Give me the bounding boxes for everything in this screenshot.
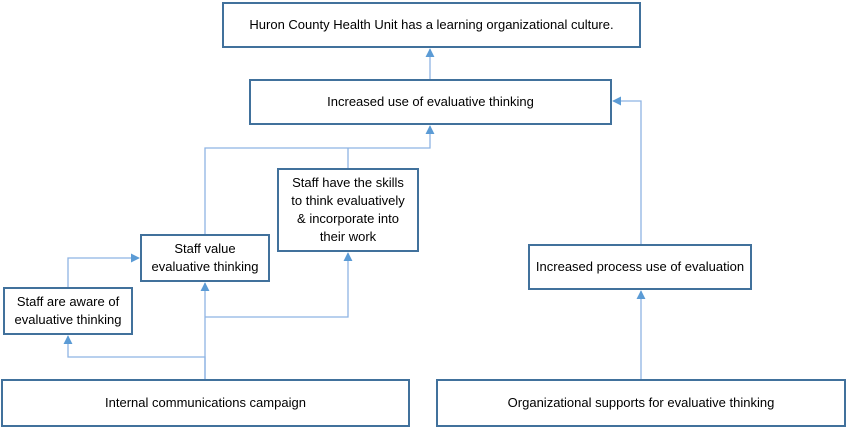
node-organizational-supports: Organizational supports for evaluative t… [436, 379, 846, 427]
node-learning-culture: Huron County Health Unit has a learning … [222, 2, 641, 48]
node-staff-skills: Staff have the skills to think evaluativ… [277, 168, 419, 252]
edge-internal-to-aware [63, 335, 206, 379]
node-process-use: Increased process use of evaluation [528, 244, 752, 290]
node-increased-evaluative-thinking: Increased use of evaluative thinking [249, 79, 612, 125]
node-staff-value: Staff value evaluative thinking [140, 234, 270, 282]
edge-value-to-increased [204, 125, 435, 234]
edge-process-to-increased [612, 96, 642, 244]
node-internal-communications: Internal communications campaign [1, 379, 410, 427]
edge-aware-to-value [67, 253, 140, 287]
node-staff-aware: Staff are aware of evaluative thinking [3, 287, 133, 335]
edge-internal-to-skills [205, 252, 353, 318]
